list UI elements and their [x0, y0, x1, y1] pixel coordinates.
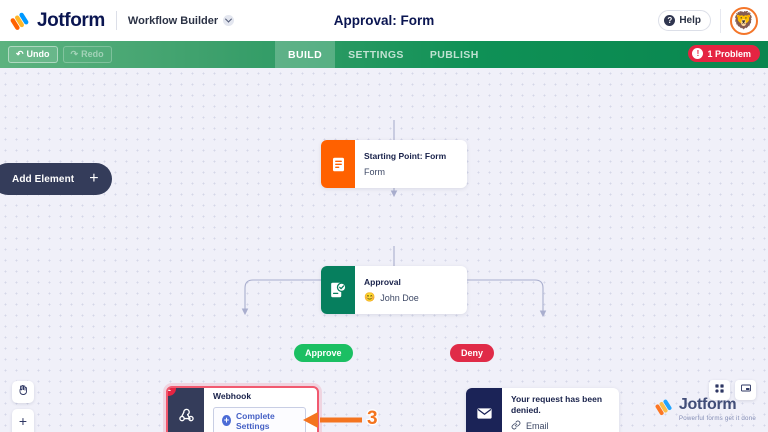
node-title: Approval — [364, 276, 401, 287]
builder-toolbar: ↶ Undo ↷ Redo BUILD SETTINGS PUBLISH ! 1… — [0, 41, 768, 68]
add-element-button[interactable]: Add Element + — [0, 163, 112, 195]
zoom-in-button[interactable]: + — [18, 413, 28, 429]
node-body: Your request has been denied. Email — [502, 388, 619, 432]
help-label: Help — [679, 15, 701, 26]
branch-pill-approve[interactable]: Approve — [294, 344, 353, 363]
node-subtitle-row: Email — [511, 420, 608, 432]
redo-label: Redo — [81, 48, 104, 59]
node-subtitle: John Doe — [380, 292, 419, 303]
grid-apps-button[interactable] — [709, 380, 730, 400]
redo-arrow-icon: ↷ — [70, 48, 79, 59]
node-body: Approval 😊 John Doe — [355, 266, 430, 314]
builder-tabs: BUILD SETTINGS PUBLISH — [275, 41, 492, 68]
watermark-tagline: Powerful forms get it done — [678, 415, 756, 422]
avatar[interactable]: 🦁 — [730, 6, 758, 35]
problem-badge[interactable]: ! 1 Problem — [688, 45, 760, 62]
pan-tool-button[interactable] — [12, 381, 34, 403]
jotform-watermark: Jotform Powerful forms get it done — [655, 397, 756, 422]
node-subtitle: Form — [364, 166, 385, 177]
header-divider — [115, 11, 117, 30]
tab-publish[interactable]: PUBLISH — [429, 48, 479, 61]
user-avatar-emoji: 🦁 — [733, 11, 755, 30]
undo-label: Undo — [26, 48, 50, 59]
node-webhook[interactable]: 1 Webhook + Complete Settings — [166, 386, 319, 432]
history-controls: ↶ Undo ↷ Redo — [0, 45, 112, 64]
email-envelope-icon — [466, 388, 502, 432]
minimap-icon — [740, 381, 752, 399]
tab-build[interactable]: BUILD — [275, 41, 336, 68]
node-body: Starting Point: Form Form — [355, 140, 457, 188]
header-divider-2 — [720, 8, 721, 33]
header-actions: ? Help 🦁 — [658, 6, 758, 35]
help-button[interactable]: ? Help — [658, 10, 711, 31]
workflow-selector-label: Workflow Builder — [127, 14, 219, 27]
node-title: Webhook — [213, 391, 252, 402]
question-mark-icon: ? — [664, 15, 676, 26]
error-count-badge: 1 — [168, 388, 176, 396]
form-document-icon — [321, 140, 355, 188]
chevron-down-icon — [223, 15, 235, 26]
complete-settings-button[interactable]: + Complete Settings — [213, 406, 306, 432]
brand-name: Jotform — [37, 9, 105, 31]
workflow-selector[interactable]: Workflow Builder — [127, 14, 235, 27]
jotform-logo-icon — [655, 398, 673, 421]
node-title: Your request has been denied. — [511, 394, 603, 415]
node-subtitle: Email — [526, 420, 549, 431]
brand[interactable]: Jotform — [10, 10, 105, 32]
canvas-corner-buttons — [709, 380, 756, 400]
add-element-label: Add Element — [12, 173, 75, 185]
grid-apps-icon — [714, 381, 725, 399]
branch-pill-deny[interactable]: Deny — [450, 344, 495, 363]
webhook-icon — [168, 388, 204, 432]
watermark-text: Jotform Powerful forms get it done — [678, 396, 756, 423]
node-subtitle-row: 😊 John Doe — [364, 292, 419, 303]
top-header: Jotform Workflow Builder Approval: Form … — [0, 0, 768, 41]
plus-icon: + — [89, 170, 99, 187]
assignee-avatar-icon: 😊 — [364, 292, 376, 303]
tab-settings[interactable]: SETTINGS — [348, 48, 404, 61]
node-denied-email[interactable]: Your request has been denied. Email — [466, 388, 619, 432]
connector-edges — [241, 120, 547, 318]
jotform-logo-icon — [10, 11, 30, 31]
link-icon — [511, 420, 521, 432]
plus-circle-icon: + — [222, 415, 231, 427]
node-approval[interactable]: Approval 😊 John Doe — [321, 266, 467, 314]
watermark-name: Jotform — [678, 396, 737, 413]
redo-button[interactable]: ↷ Redo — [62, 45, 112, 64]
approval-check-icon — [321, 266, 355, 314]
workflow-canvas[interactable]: 3 Add Element + Starting Point: Form For… — [0, 68, 768, 432]
exclamation-icon: ! — [692, 48, 704, 59]
problem-badge-label: 1 Problem — [707, 48, 751, 59]
complete-settings-label: Complete Settings — [236, 410, 275, 431]
zoom-controls: + 90% − — [12, 409, 34, 432]
node-body: Webhook + Complete Settings — [204, 388, 317, 432]
node-starting-point[interactable]: Starting Point: Form Form — [321, 140, 467, 188]
hand-pan-icon — [17, 383, 29, 401]
annotation-step-number: 3 — [366, 408, 379, 430]
minimap-button[interactable] — [735, 380, 756, 400]
undo-arrow-icon: ↶ — [16, 48, 24, 59]
undo-button[interactable]: ↶ Undo — [8, 45, 58, 64]
node-title: Starting Point: Form — [364, 151, 447, 162]
